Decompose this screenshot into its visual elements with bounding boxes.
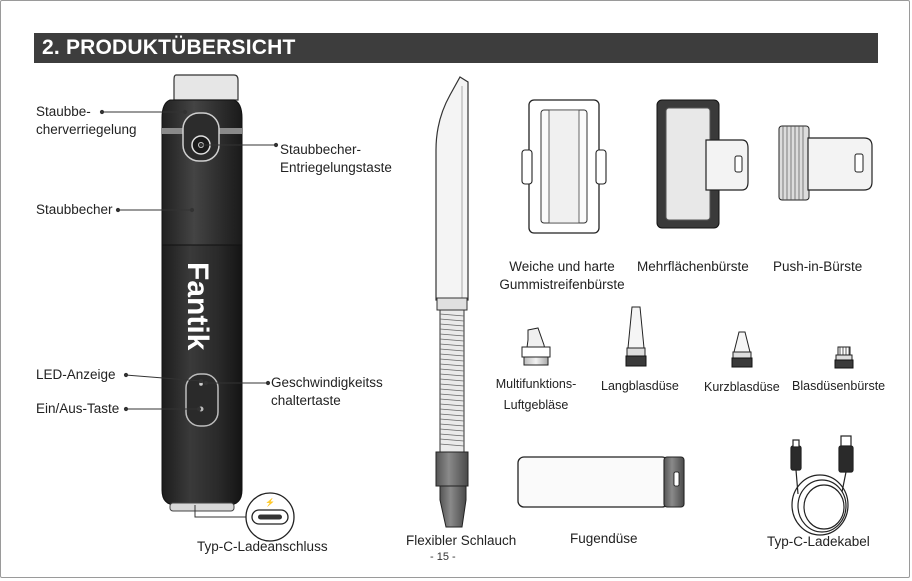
multi-surface-brush xyxy=(656,99,749,229)
label-multi-blower-line1: Multifunktions- xyxy=(495,377,577,391)
label-dust-cup-lock-line1: Staubbe- xyxy=(36,104,91,119)
label-led-indicator: LED-Anzeige xyxy=(36,367,116,382)
label-long-nozzle: Langblasdüse xyxy=(601,379,679,393)
short-blow-nozzle xyxy=(731,331,753,368)
label-flexible-hose: Flexibler Schlauch xyxy=(406,533,517,548)
label-rubber-brush-line1: Weiche und harte xyxy=(509,259,615,274)
label-short-nozzle: Kurzblasdüse xyxy=(704,380,780,394)
vacuum-main-unit xyxy=(161,74,243,512)
label-speed-switch-line2: chaltertaste xyxy=(271,393,341,408)
svg-text:⚡: ⚡ xyxy=(265,497,275,507)
multi-blower-nozzle xyxy=(521,327,551,366)
nozzle-brush xyxy=(834,346,854,369)
label-dust-cup: Staubbecher xyxy=(36,202,113,217)
push-in-brush xyxy=(778,125,873,201)
label-multi-blower-line2: Luftgebläse xyxy=(503,398,569,412)
section-title: 2. PRODUKTÜBERSICHT xyxy=(42,36,296,59)
label-usb-c-cable: Typ-C-Ladekabel xyxy=(767,534,870,549)
crevice-tool xyxy=(517,456,685,508)
label-push-in-brush: Push-in-Bürste xyxy=(773,259,863,274)
usb-c-cable xyxy=(790,435,854,536)
label-release-button-line2: Entriegelungstaste xyxy=(280,160,392,175)
label-multi-surface-brush: Mehrflächenbürste xyxy=(637,259,749,274)
label-power-button: Ein/Aus-Taste xyxy=(36,401,120,416)
long-blow-nozzle xyxy=(625,306,647,367)
label-nozzle-brush: Blasdüsenbürste xyxy=(792,379,886,393)
page-number: - 15 - xyxy=(430,551,456,563)
label-speed-switch-line1: Geschwindigkeitss xyxy=(271,375,383,390)
rubber-strip-brush xyxy=(521,99,607,234)
section-header: 2. PRODUKTÜBERSICHT xyxy=(34,33,878,63)
label-usb-c-port: Typ-C-Ladeanschluss xyxy=(197,539,328,554)
label-rubber-brush-line2: Gummistreifenbürste xyxy=(499,277,625,292)
usb-c-port-detail: ⚡ xyxy=(245,492,295,542)
callout-lines xyxy=(99,109,279,518)
flexible-hose xyxy=(435,76,469,528)
brand-logo: Fantik xyxy=(181,262,214,351)
label-release-button-line1: Staubbecher- xyxy=(280,142,362,157)
label-dust-cup-lock-line2: cherverriegelung xyxy=(36,122,137,137)
label-crevice-tool: Fugendüse xyxy=(570,531,638,546)
